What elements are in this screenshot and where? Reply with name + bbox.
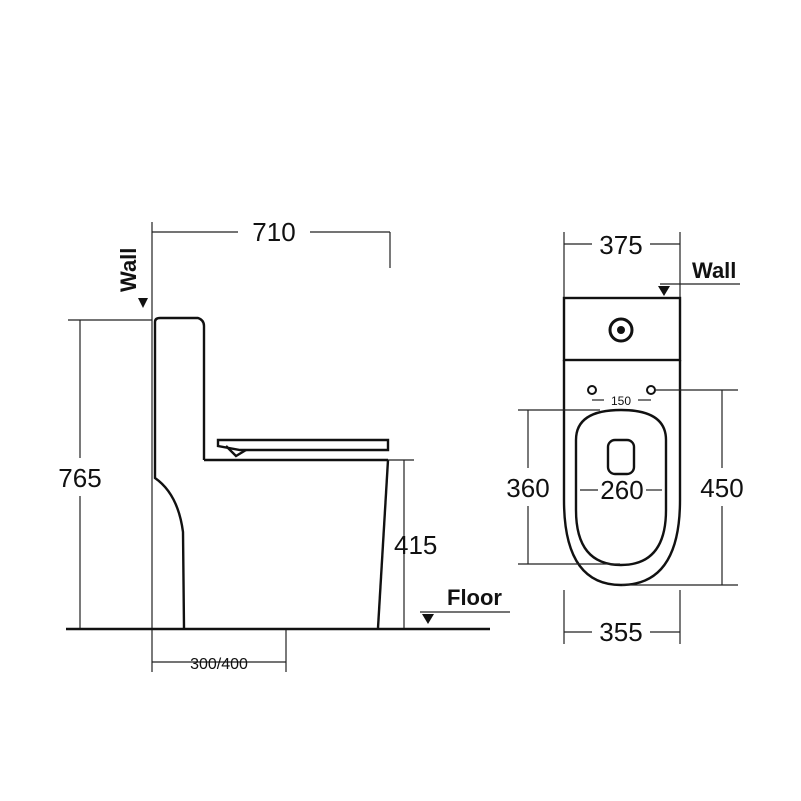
opening-width-label: 260 (600, 475, 643, 505)
width-dim-label: 710 (252, 217, 295, 247)
hinge-bolt-left-icon (587, 385, 597, 395)
opening-length-label: 360 (506, 473, 549, 503)
seat-hinge (225, 445, 247, 458)
tank-width-label: 375 (599, 230, 642, 260)
tank-profile (153, 316, 206, 460)
bowl-width-label: 355 (599, 617, 642, 647)
wall-label-top: Wall (692, 258, 736, 283)
toilet-front-profile (376, 459, 390, 629)
flush-button-center-icon (617, 326, 625, 334)
seat-height-label: 415 (394, 530, 437, 560)
flush-button-icon (608, 317, 634, 343)
drain-opening (606, 438, 636, 476)
top-view: 375 Wall 150 360 260 (506, 230, 743, 647)
height-dim-label: 765 (58, 463, 101, 493)
floor-label: Floor (447, 585, 502, 610)
wall-marker-top-icon (658, 286, 670, 296)
toilet-back-profile (153, 322, 186, 629)
wall-label-side: Wall (116, 248, 141, 292)
floor-marker-icon (422, 614, 434, 624)
hinge-spacing-label: 150 (611, 394, 631, 408)
bowl-outer-outline (562, 360, 682, 587)
total-length-label: 450 (700, 473, 743, 503)
wall-marker-icon (138, 298, 148, 308)
side-view: Wall 710 765 Floor 415 300/400 (58, 217, 510, 673)
seat-lid (216, 438, 390, 452)
rough-in-label: 300/400 (190, 656, 248, 673)
seat-ring (574, 408, 668, 567)
tank-outline (562, 296, 682, 362)
hinge-bolt-right-icon (646, 385, 656, 395)
